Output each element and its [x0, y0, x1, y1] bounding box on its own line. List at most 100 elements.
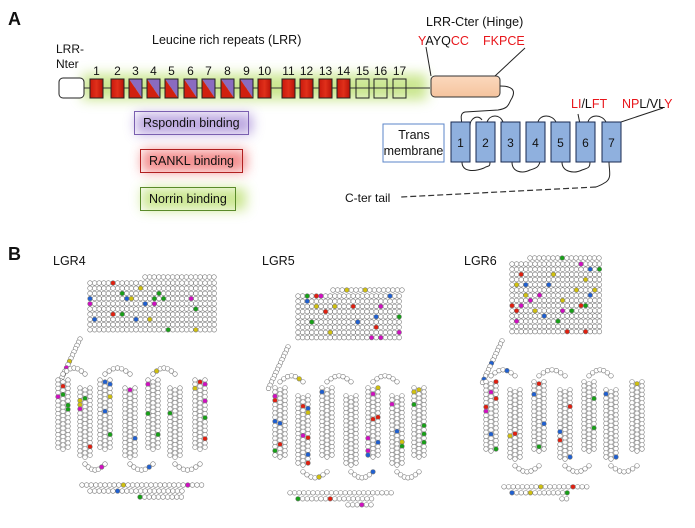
residue [634, 448, 640, 454]
residue [564, 271, 570, 278]
residue [170, 488, 176, 494]
residue [202, 280, 208, 286]
residue [532, 328, 538, 335]
highlighted-residue [124, 295, 130, 302]
residue [353, 287, 359, 293]
residue [309, 298, 315, 304]
residue [207, 306, 213, 312]
residue [138, 488, 144, 494]
residue [119, 316, 125, 322]
residue [207, 327, 213, 333]
residue [608, 463, 614, 469]
highlighted-residue [332, 303, 338, 309]
residue [65, 444, 71, 450]
residue [170, 321, 176, 328]
motif-residues: /L [581, 97, 592, 111]
residue [132, 452, 138, 458]
residue [138, 280, 144, 286]
residue [319, 452, 325, 458]
residue [378, 298, 384, 304]
residue [346, 324, 352, 330]
residue [518, 490, 524, 496]
residue [110, 488, 116, 494]
residue [309, 329, 315, 335]
lrr-number: 16 [374, 64, 388, 78]
residue [596, 318, 603, 324]
residue [536, 297, 543, 304]
residue [295, 334, 301, 341]
residue [527, 287, 534, 293]
residue [541, 318, 547, 324]
lrr-box-7 [201, 78, 216, 99]
residue [157, 482, 163, 488]
highlighted-residue [137, 494, 143, 500]
residue [197, 446, 203, 452]
residue [105, 301, 111, 307]
residue [586, 463, 592, 469]
highlighted-residue [344, 287, 350, 293]
residue [323, 314, 329, 320]
residue [91, 306, 98, 312]
residue [300, 324, 306, 330]
residue [96, 290, 102, 297]
residue [127, 461, 133, 467]
motif-residues: Y [418, 34, 426, 48]
residue [396, 308, 402, 315]
residue [536, 308, 543, 314]
residue [518, 282, 524, 288]
residue [564, 276, 570, 283]
residue [101, 327, 107, 333]
residue [578, 308, 584, 314]
residue [492, 370, 498, 376]
residue [161, 280, 167, 286]
residue [545, 255, 552, 261]
residue [91, 285, 98, 291]
residue [625, 468, 631, 474]
residue [518, 261, 524, 267]
residue [96, 321, 102, 328]
residue [87, 321, 93, 328]
residue [536, 302, 543, 309]
residue [188, 327, 194, 333]
residue [327, 308, 333, 315]
residue [392, 334, 398, 341]
residue [582, 323, 589, 329]
highlighted-residue [596, 266, 603, 272]
residue [578, 318, 584, 324]
residue [364, 298, 370, 304]
residue [351, 490, 358, 496]
residue [300, 379, 306, 385]
highlighted-residue [378, 303, 384, 309]
residue [587, 318, 593, 324]
residue [87, 285, 93, 291]
highlighted-residue [592, 287, 598, 293]
residue [167, 452, 173, 458]
residue [555, 292, 561, 298]
icl3 [561, 161, 591, 173]
residue [300, 298, 306, 304]
residue [327, 303, 333, 309]
residue [119, 488, 125, 494]
residue [318, 324, 324, 330]
residue [346, 298, 352, 304]
residue [341, 319, 347, 325]
residue [573, 292, 580, 298]
residue [193, 464, 199, 470]
residue [313, 308, 320, 315]
residue [91, 311, 98, 317]
highlighted-residue [304, 293, 310, 299]
residue [540, 370, 546, 376]
residue [582, 318, 589, 324]
residue [355, 293, 361, 299]
residue [207, 321, 213, 328]
residue [171, 482, 177, 488]
residue [96, 327, 102, 333]
residue [555, 266, 561, 272]
residue [156, 280, 162, 286]
residue [392, 298, 398, 304]
residue [350, 334, 356, 341]
residue [295, 460, 301, 466]
residue [513, 276, 520, 283]
residue [592, 297, 598, 304]
